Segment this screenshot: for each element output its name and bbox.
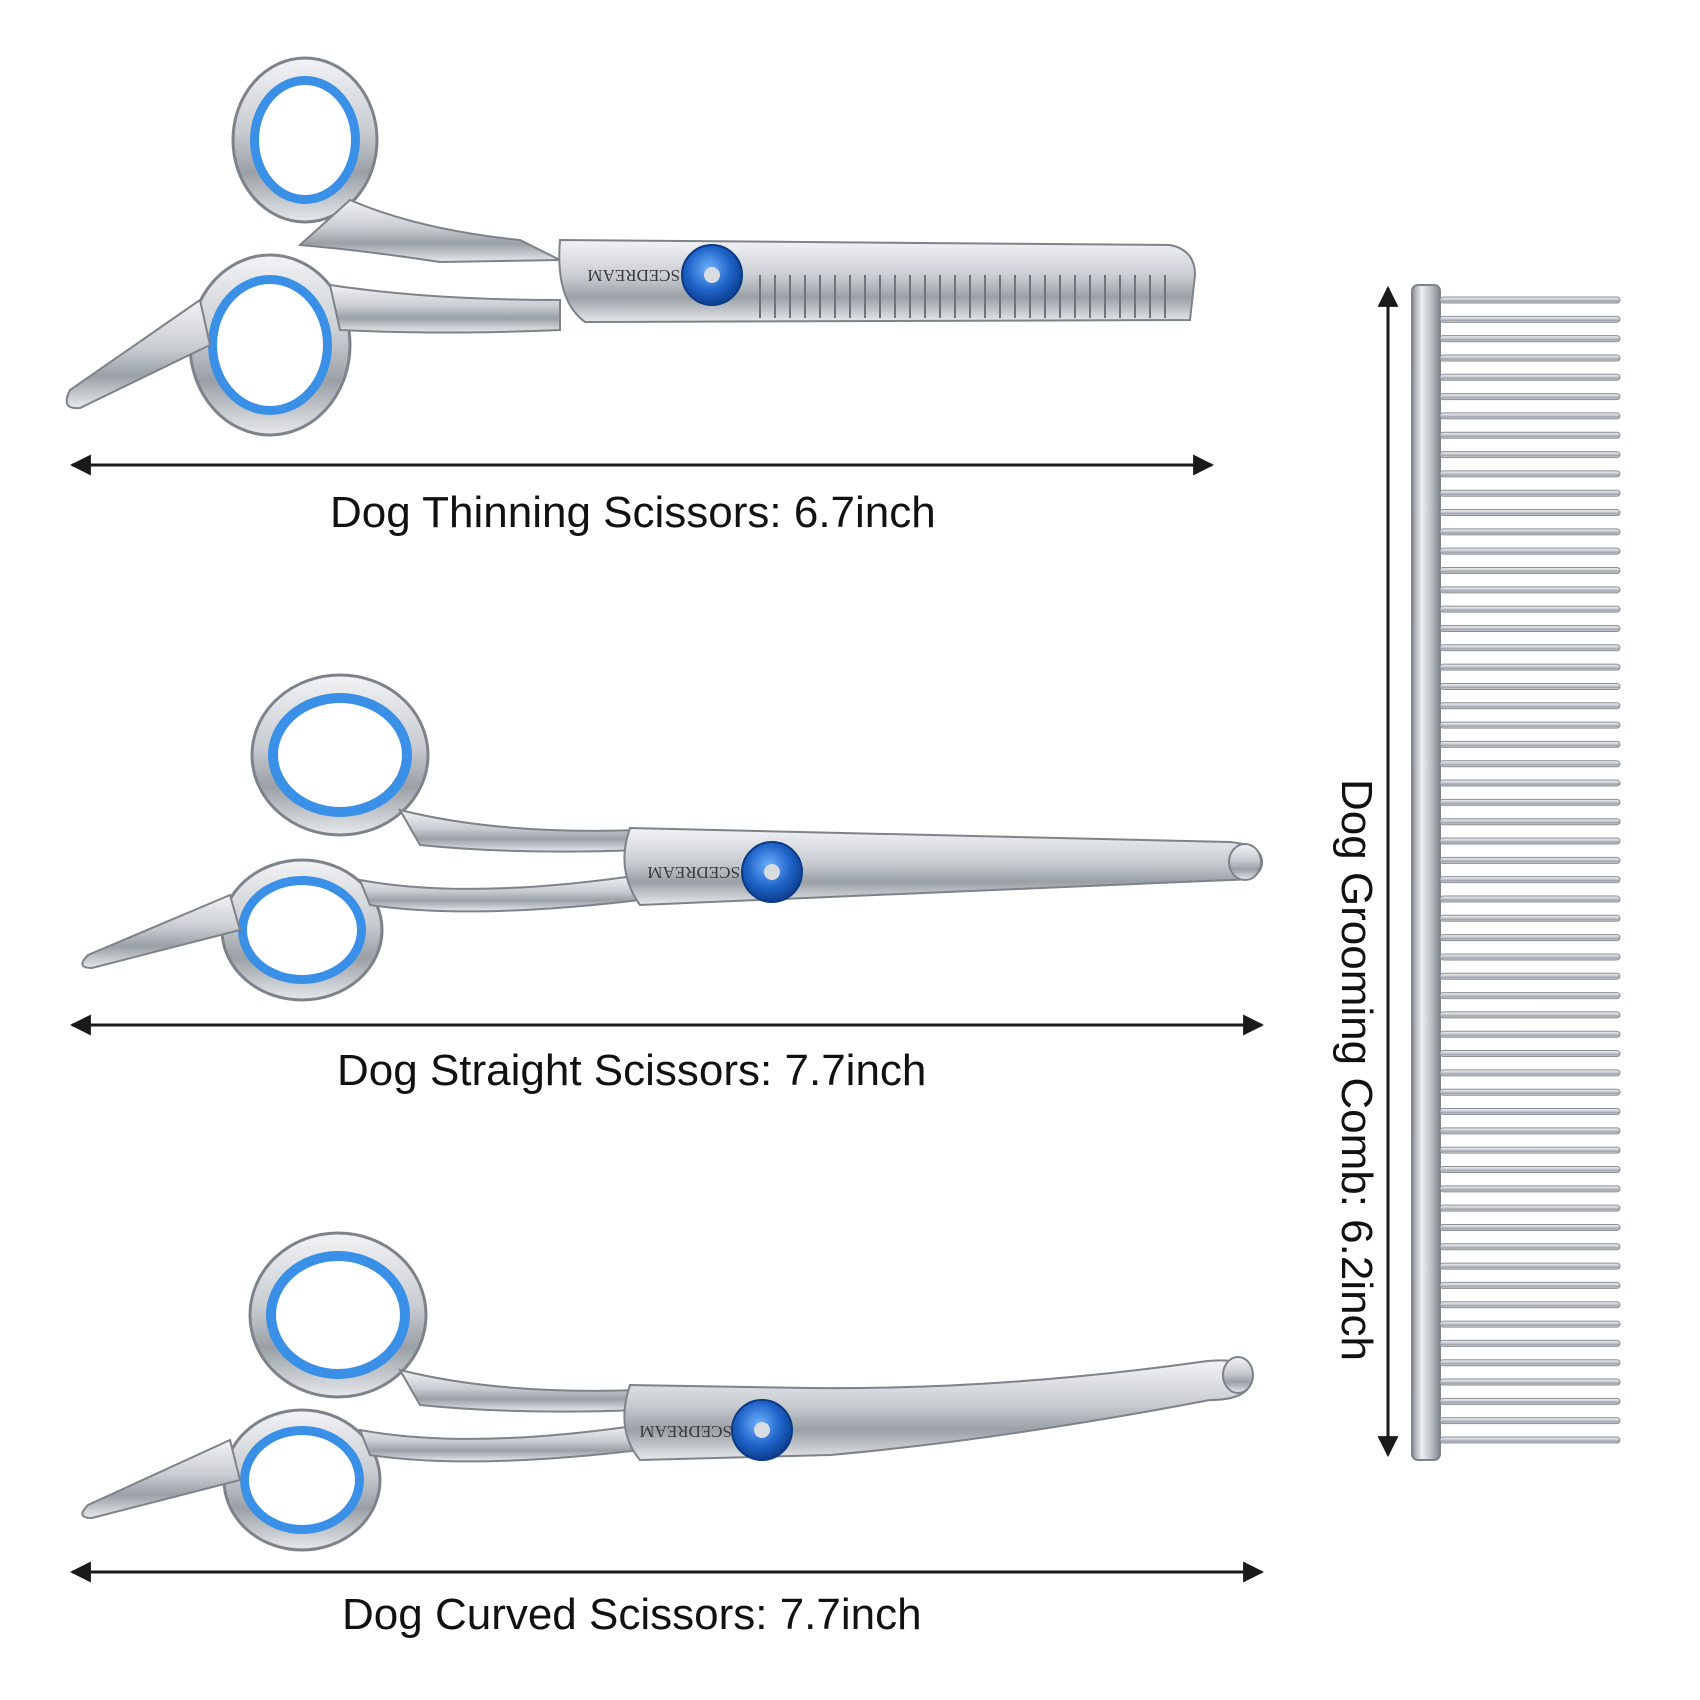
curved-scissors: SCEDREAM — [81, 1231, 1254, 1552]
straight-scissors: SCEDREAM — [81, 673, 1264, 1002]
curved-brand-engraving: SCEDREAM — [639, 1422, 732, 1441]
comb-tooth — [1439, 760, 1621, 768]
comb-tooth — [1439, 431, 1621, 439]
comb-tooth — [1439, 702, 1621, 710]
comb-tooth — [1439, 1301, 1621, 1309]
comb-tooth — [1439, 1185, 1621, 1193]
comb-tooth — [1439, 509, 1621, 517]
comb-spine — [1411, 284, 1441, 1461]
comb-tooth — [1439, 1146, 1621, 1154]
comb-tooth — [1439, 895, 1621, 903]
comb-tooth — [1439, 1397, 1621, 1405]
grooming-comb — [1411, 284, 1621, 1461]
comb-tooth — [1439, 1378, 1621, 1386]
comb-tooth — [1439, 740, 1621, 748]
thinning-scissors: SCEDREAM — [65, 56, 1197, 437]
comb-tooth — [1439, 1030, 1621, 1038]
comb-tooth — [1439, 1165, 1621, 1173]
comb-tooth — [1439, 1108, 1621, 1116]
comb-tooth — [1439, 296, 1621, 304]
comb-tooth — [1439, 470, 1621, 478]
straight-scissors-caption: Dog Straight Scissors: 7.7inch — [337, 1046, 927, 1095]
straight-brand-engraving: SCEDREAM — [647, 863, 740, 882]
comb-tooth — [1439, 605, 1621, 613]
comb-tooth — [1439, 1127, 1621, 1135]
comb-tooth — [1439, 354, 1621, 362]
comb-tooth — [1439, 1011, 1621, 1019]
comb-tooth — [1439, 798, 1621, 806]
comb-tooth — [1439, 644, 1621, 652]
thinning-teeth — [759, 275, 1166, 318]
comb-teeth — [1439, 296, 1621, 1444]
comb-tooth — [1439, 1204, 1621, 1212]
comb-tooth — [1439, 663, 1621, 671]
comb-tooth — [1439, 335, 1621, 343]
comb-tooth — [1439, 528, 1621, 536]
comb-tooth — [1439, 721, 1621, 729]
comb-tooth — [1439, 953, 1621, 961]
thinning-brand-engraving: SCEDREAM — [587, 266, 680, 285]
comb-tooth — [1439, 1262, 1621, 1270]
comb-tooth — [1439, 1339, 1621, 1347]
comb-tooth — [1439, 567, 1621, 575]
comb-tooth — [1439, 547, 1621, 555]
comb-tooth — [1439, 1243, 1621, 1251]
comb-tooth — [1439, 489, 1621, 497]
comb-tooth — [1439, 373, 1621, 381]
comb-tooth — [1439, 914, 1621, 922]
comb-tooth — [1439, 779, 1621, 787]
comb-tooth — [1439, 1320, 1621, 1328]
comb-tooth — [1439, 972, 1621, 980]
comb-tooth — [1439, 315, 1621, 323]
comb-tooth — [1439, 876, 1621, 884]
comb-tooth — [1439, 586, 1621, 594]
comb-tooth — [1439, 1069, 1621, 1077]
comb-tooth — [1439, 682, 1621, 690]
comb-tooth — [1439, 451, 1621, 459]
comb-tooth — [1439, 1436, 1621, 1444]
comb-tooth — [1439, 1281, 1621, 1289]
comb-tooth — [1439, 412, 1621, 420]
curved-blade — [623, 1359, 1254, 1462]
thinning-scissors-caption: Dog Thinning Scissors: 6.7inch — [330, 488, 936, 537]
comb-tooth — [1439, 1088, 1621, 1096]
comb-tooth — [1439, 837, 1621, 845]
comb-tooth — [1439, 1223, 1621, 1231]
comb-tooth — [1439, 624, 1621, 632]
comb-tooth — [1439, 818, 1621, 826]
comb-tooth — [1439, 1050, 1621, 1058]
comb-tooth — [1439, 934, 1621, 942]
comb-tooth — [1439, 393, 1621, 401]
comb-tooth — [1439, 992, 1621, 1000]
comb-caption: Dog Grooming Comb: 6.2inch — [1332, 778, 1381, 1362]
comb-tooth — [1439, 1359, 1621, 1367]
curved-scissors-caption: Dog Curved Scissors: 7.7inch — [342, 1590, 922, 1639]
comb-tooth — [1439, 856, 1621, 864]
comb-tooth — [1439, 1417, 1621, 1425]
